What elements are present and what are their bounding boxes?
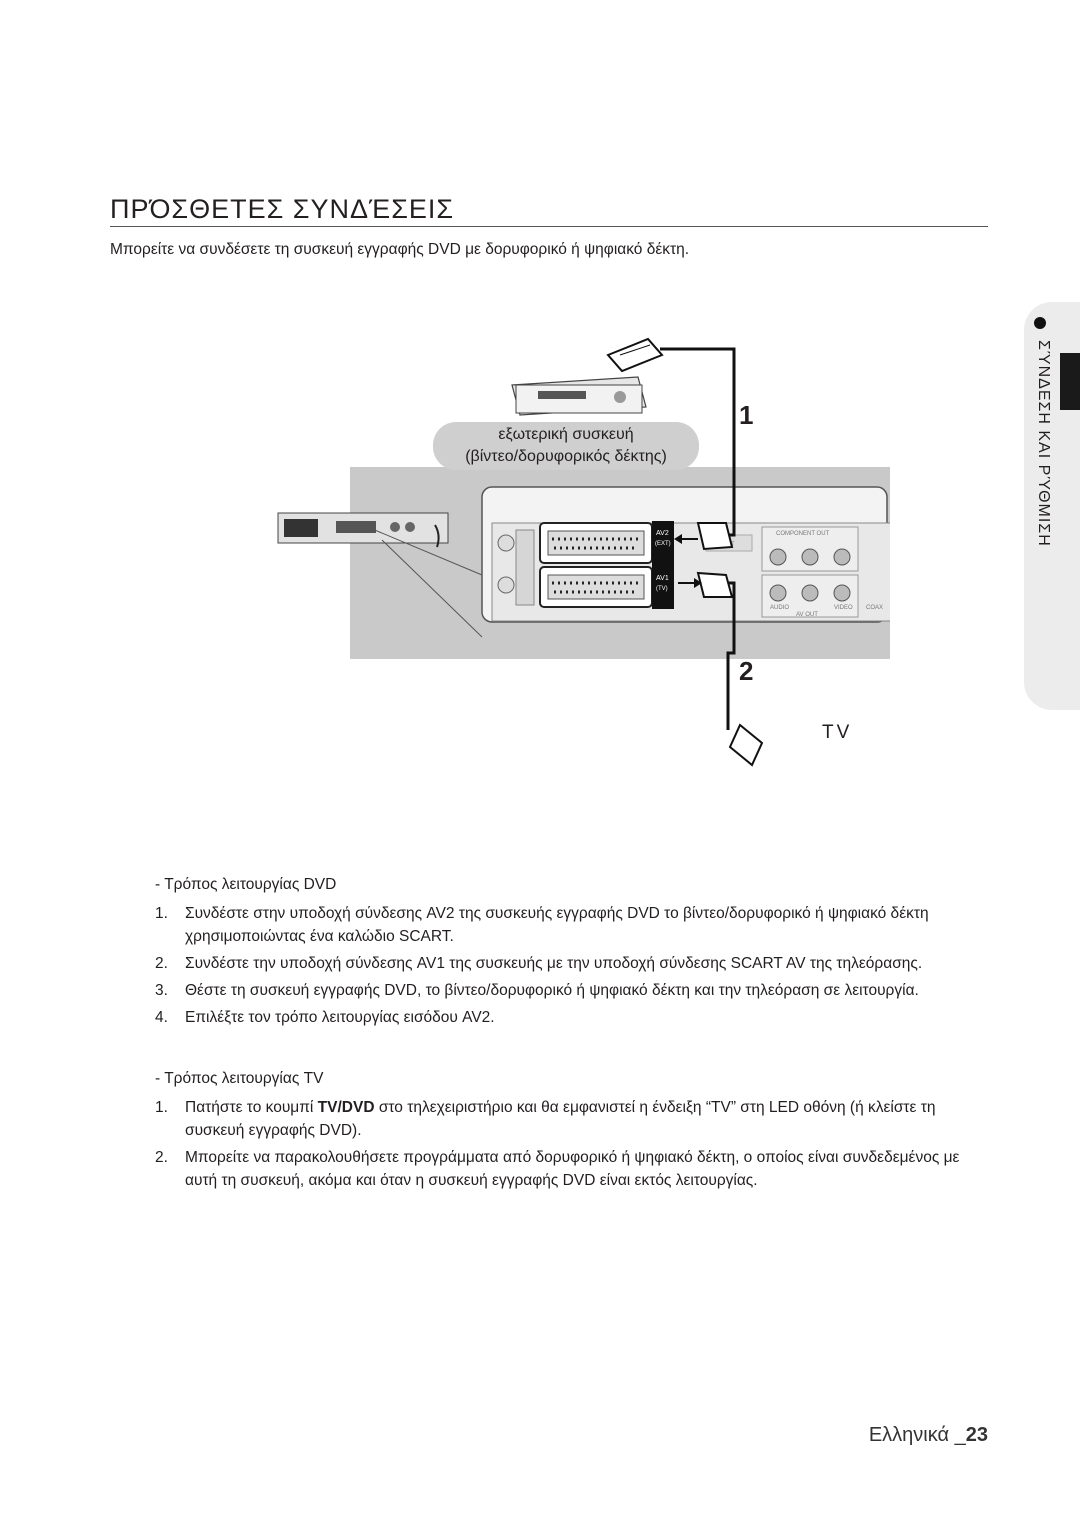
list-item: 3.Θέστε τη συσκευή εγγραφής DVD, το βίντ… [155, 982, 919, 999]
av1-sub-label: (TV) [656, 586, 668, 592]
scart-plug-top [606, 337, 664, 373]
tv-mode-heading: - Τρόπος λειτουργίας TV [155, 1070, 324, 1087]
side-tab-label: ΣΎΝΔΕΣΗ ΚΑΙ ΡΎΘΜΙΣΗ [1035, 340, 1052, 547]
list-item: 1.Συνδέστε στην υποδοχή σύνδεσης AV2 της… [155, 905, 929, 945]
list-item: 4.Επιλέξτε τον τρόπο λειτουργίας εισόδου… [155, 1009, 495, 1026]
external-device-label-line2: (βίντεο/δορυφορικός δέκτης) [465, 448, 667, 465]
page-footer: Ελληνικά _23 [869, 1424, 988, 1447]
svg-text:AUDIO: AUDIO [770, 605, 789, 611]
step-2-callout: 2 [739, 656, 754, 686]
step-1-callout: 1 [739, 400, 754, 430]
dvd-recorder-rear-illustration [277, 512, 449, 548]
av-out-jacks: AUDIO VIDEO AV OUT COAX [761, 574, 883, 618]
intro-text: Μπορείτε να συνδέσετε τη συσκευή εγγραφή… [110, 241, 690, 258]
tv-mode-steps: 1.Πατήστε το κουμπί TV/DVD στο τηλεχειρι… [155, 1096, 975, 1196]
av2-label: AV2 [656, 530, 669, 537]
list-item: 2.Μπορείτε να παρακολουθήσετε προγράμματ… [155, 1149, 960, 1189]
scart-plug-av1 [696, 571, 734, 598]
footer-language: Ελληνικά _ [868, 1424, 966, 1446]
page-number: 23 [965, 1424, 988, 1446]
dvd-mode-steps: 1.Συνδέστε στην υποδοχή σύνδεσης AV2 της… [155, 902, 975, 1033]
av1-label: AV1 [656, 575, 669, 582]
page-title: ΠΡΌΣΘΕΤΕΣ ΣΥΝΔΈΣΕΙΣ [110, 194, 455, 224]
av1-scart-socket [539, 566, 653, 608]
dvd-mode-heading: - Τρόπος λειτουργίας DVD [155, 876, 337, 893]
av2-scart-socket [539, 522, 653, 564]
external-device-illustration [511, 376, 647, 416]
bullet-icon [1034, 317, 1046, 329]
side-tab-marker [1060, 353, 1080, 410]
connection-diagram: AV2 (EXT) AV1 (TV) COMPONENT OUT AUDIO V… [277, 337, 890, 767]
svg-text:AV OUT: AV OUT [796, 612, 818, 618]
svg-text:VIDEO: VIDEO [834, 605, 853, 611]
scart-plug-av2 [696, 522, 734, 551]
list-item: 1.Πατήστε το κουμπί TV/DVD στο τηλεχειρι… [155, 1099, 936, 1139]
svg-text:COMPONENT OUT: COMPONENT OUT [776, 531, 830, 537]
title-divider [110, 226, 988, 227]
external-device-label-line1: εξωτερική συσκευή [498, 426, 634, 443]
av2-sub-label: (EXT) [655, 541, 671, 547]
tv-label: TV [822, 722, 853, 743]
list-item: 2.Συνδέστε την υποδοχή σύνδεσης AV1 της … [155, 955, 923, 972]
component-out-jacks: COMPONENT OUT [761, 526, 859, 572]
external-device-label: εξωτερική συσκευή (βίντεο/δορυφορικός δέ… [433, 422, 699, 470]
scart-plug-tv [728, 723, 764, 767]
tv-dvd-button-name: TV/DVD [317, 1099, 375, 1116]
svg-text:COAX: COAX [866, 605, 883, 611]
